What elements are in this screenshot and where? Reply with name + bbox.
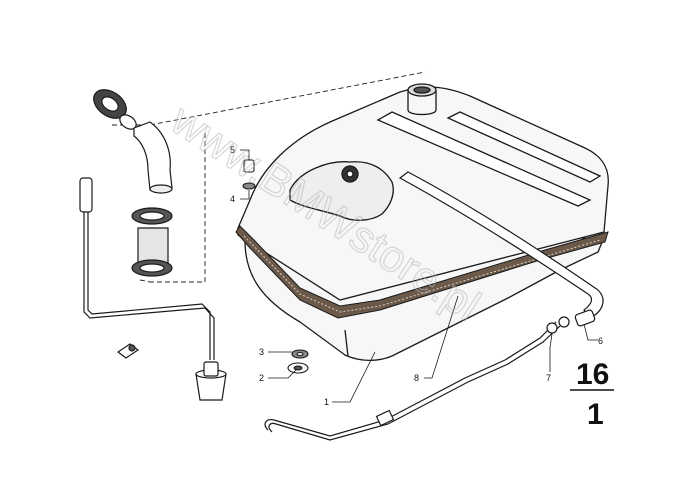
callout-8: 8 xyxy=(414,373,419,383)
page-ref-denominator: 1 xyxy=(587,398,604,431)
filler-hose xyxy=(131,207,173,277)
callout-5: 5 xyxy=(230,145,235,155)
vent-hose xyxy=(398,171,604,327)
filler-cap-assembly xyxy=(93,89,173,194)
callout-1: 1 xyxy=(324,397,329,407)
fuel-tank xyxy=(237,83,609,362)
callout-labels: 1 2 3 4 5 6 7 8 xyxy=(230,145,603,407)
callout-2: 2 xyxy=(259,373,264,383)
page-reference: 16 1 xyxy=(570,358,614,431)
callout-6: 6 xyxy=(598,336,603,346)
fasteners xyxy=(242,159,309,374)
page-ref-numerator: 16 xyxy=(576,358,609,391)
leader-lines xyxy=(240,149,598,403)
callout-7: 7 xyxy=(546,373,551,383)
callout-3: 3 xyxy=(259,347,264,357)
vent-pipe-assembly xyxy=(79,177,227,401)
fuel-line xyxy=(264,316,570,441)
callout-4: 4 xyxy=(230,194,235,204)
tank-gasket xyxy=(235,225,609,319)
